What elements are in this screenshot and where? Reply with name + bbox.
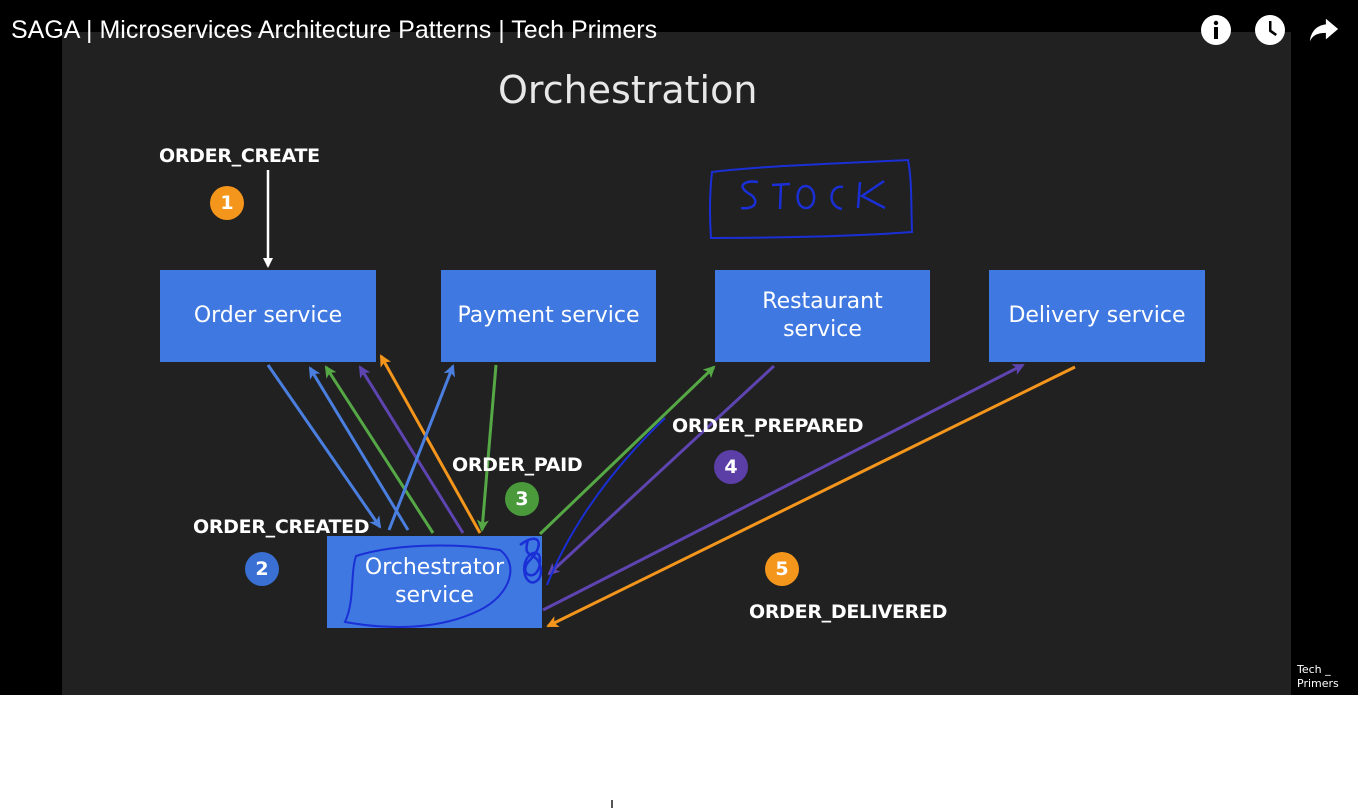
restaurant-service-box: Restaurant service — [715, 270, 930, 362]
orchestrator-circle-scribble — [343, 544, 512, 628]
event-order-delivered: ORDER_DELIVERED — [749, 601, 948, 623]
arrow-orch-to-order-green — [324, 365, 435, 534]
order-service-box: Order service — [160, 270, 376, 362]
step-badge-3: 3 — [505, 482, 539, 516]
text-cursor — [611, 800, 613, 808]
stock-word-scribble — [740, 179, 886, 211]
arrow-orch-to-payment — [387, 364, 455, 531]
delivery-service-box: Delivery service — [989, 270, 1205, 362]
event-order-prepared: ORDER_PREPARED — [672, 415, 864, 437]
handwritten-annotations — [343, 158, 914, 628]
arrow-order-to-orch — [266, 364, 382, 529]
orchestrator-knot-scribble — [519, 537, 543, 584]
restaurant-service-label-line2: service — [783, 317, 862, 342]
share-icon[interactable] — [1308, 12, 1340, 48]
orchestrator-service-label-line2: service — [395, 583, 474, 608]
orchestrator-service-box: Orchestrator service — [327, 536, 542, 628]
payment-service-box: Payment service — [441, 270, 656, 362]
watch-later-icon[interactable] — [1254, 12, 1286, 48]
step-badge-5: 5 — [765, 552, 799, 586]
step-badge-2: 2 — [245, 552, 279, 586]
arrow-payment-to-orch — [476, 364, 498, 532]
arrow-orch-to-restaurant — [538, 365, 716, 536]
event-order-paid: ORDER_PAID — [452, 454, 583, 476]
video-title[interactable]: SAGA | Microservices Architecture Patter… — [11, 16, 658, 44]
info-icon[interactable] — [1200, 12, 1232, 48]
arrow-restaurant-to-orch — [547, 364, 776, 576]
arrow-orch-to-order-blue — [308, 366, 410, 531]
event-order-create: ORDER_CREATE — [159, 145, 320, 167]
stock-box-scribble — [708, 158, 914, 240]
flow-arrows — [263, 170, 1076, 628]
video-player[interactable]: SAGA | Microservices Architecture Patter… — [0, 0, 1358, 695]
watermark-line2: Primers — [1297, 677, 1339, 690]
arrow-orch-to-order-purple — [358, 365, 465, 534]
orchestrator-service-label-line1: Orchestrator — [364, 555, 505, 580]
restaurant-service-label-line1: Restaurant — [762, 289, 883, 314]
event-order-created: ORDER_CREATED — [193, 516, 370, 538]
arrow-orch-to-delivery — [542, 363, 1025, 612]
step-badge-1: 1 — [210, 186, 244, 220]
watermark-line1: Tech _ — [1297, 663, 1331, 676]
player-top-controls — [1200, 12, 1340, 48]
orchestrator-curve-scribble — [546, 417, 666, 586]
slide-title: Orchestration — [498, 68, 758, 112]
order-service-label: Order service — [193, 303, 343, 328]
channel-watermark[interactable]: Tech _ Primers — [1297, 663, 1339, 691]
delivery-service-label: Delivery service — [1008, 303, 1186, 328]
arrow-delivery-to-orch — [546, 365, 1076, 628]
arrow-orch-to-order-orange — [379, 354, 482, 534]
payment-service-label: Payment service — [457, 303, 640, 328]
step-badge-4: 4 — [714, 450, 748, 484]
